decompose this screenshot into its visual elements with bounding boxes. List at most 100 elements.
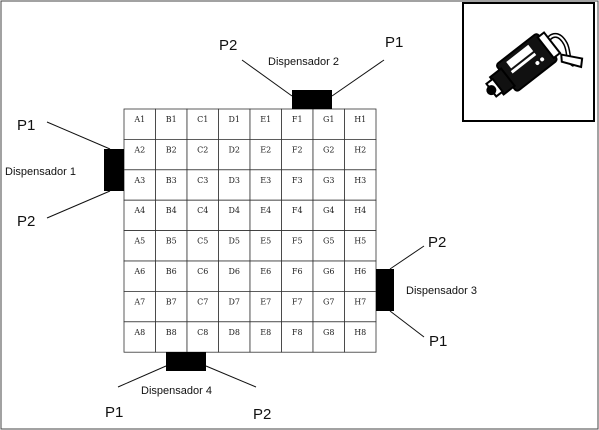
dispenser-4: P1 P2 Dispensador 4 [105, 352, 271, 423]
dispenser-3-line-p2 [389, 245, 425, 270]
well-label: A8 [133, 328, 145, 337]
dispenser-3: P2 P1 Dispensador 3 [376, 234, 477, 350]
well-label: A7 [133, 297, 145, 306]
well-cell [155, 290, 188, 323]
well-label: F2 [292, 145, 303, 154]
well-label: G5 [323, 237, 334, 246]
well-cell [155, 260, 188, 292]
well-cell [281, 138, 314, 171]
well-label: A4 [133, 206, 145, 215]
dispenser-1-label: Dispensador 1 [5, 166, 76, 178]
well-cell [281, 199, 314, 231]
well-label: F6 [292, 267, 303, 276]
well-label: C4 [197, 206, 208, 215]
well-label: G6 [323, 267, 334, 276]
well-cell [123, 108, 156, 140]
well-label: B7 [166, 297, 177, 306]
well-cell [123, 138, 156, 171]
well-cell [186, 260, 219, 292]
well-cell [155, 108, 188, 140]
well-label: F8 [292, 328, 303, 337]
well-label: E1 [260, 115, 271, 124]
well-label: B5 [166, 237, 177, 246]
well-cell [186, 169, 219, 201]
well-cell [344, 138, 377, 171]
dispenser-2-p1-label: P1 [385, 34, 403, 51]
well-label: D2 [228, 145, 240, 154]
well-label: F1 [292, 115, 303, 124]
well-cell [312, 321, 345, 353]
well-label: E4 [260, 206, 271, 215]
well-label: D3 [228, 176, 240, 185]
well-cell [186, 230, 219, 262]
well-cell [312, 108, 345, 140]
well-cell [218, 138, 251, 171]
well-label: A5 [133, 237, 145, 246]
well-cell [249, 321, 282, 353]
well-label: C8 [197, 328, 208, 337]
well-label: D7 [228, 297, 240, 306]
well-cell [344, 230, 377, 262]
dispenser-4-line-p1 [117, 365, 167, 388]
camera-inset [462, 2, 595, 122]
security-camera-icon [485, 31, 584, 98]
well-label: G2 [323, 145, 334, 154]
well-cell [344, 321, 377, 353]
well-label: D4 [228, 206, 240, 215]
dispenser-2-p2-label: P2 [219, 37, 237, 54]
well-cell [186, 321, 219, 353]
well-cell [186, 199, 219, 231]
well-label: B4 [166, 206, 177, 215]
well-cell [186, 138, 219, 171]
well-cell [281, 321, 314, 353]
well-label: A3 [133, 176, 145, 185]
dispenser-3-block [376, 269, 394, 311]
well-label: H7 [354, 297, 366, 306]
well-cell [344, 199, 377, 231]
well-cell [123, 290, 156, 323]
well-cell [281, 260, 314, 292]
well-label: G3 [323, 176, 334, 185]
well-label: E3 [260, 176, 271, 185]
well-label: G7 [323, 297, 334, 306]
well-cell [249, 108, 282, 140]
well-cell [249, 260, 282, 292]
dispenser-4-p2-label: P2 [253, 406, 271, 423]
well-cell [312, 138, 345, 171]
well-cell [123, 199, 156, 231]
well-cell [344, 169, 377, 201]
dispenser-3-label: Dispensador 3 [406, 285, 477, 297]
well-label: C7 [197, 297, 208, 306]
well-cell [249, 230, 282, 262]
well-cell [281, 230, 314, 262]
well-label: C5 [197, 237, 208, 246]
well-cell [155, 138, 188, 171]
well-cell [249, 199, 282, 231]
dispenser-1: P1 P2 Dispensador 1 [5, 117, 124, 230]
dispenser-3-p2-label: P2 [428, 234, 446, 251]
dispenser-3-p1-label: P1 [429, 333, 447, 350]
well-label: H8 [354, 328, 366, 337]
well-cell [249, 138, 282, 171]
well-cell [218, 230, 251, 262]
dispenser-2-line-p2 [241, 59, 293, 97]
well-label: H4 [354, 206, 366, 215]
well-cell [312, 260, 345, 292]
well-cell [281, 169, 314, 201]
dispenser-2-line-p1 [331, 59, 385, 97]
dispenser-2: P2 P1 Dispensador 2 [219, 34, 403, 109]
well-cell [312, 230, 345, 262]
well-label: E5 [260, 237, 271, 246]
dispenser-1-p1-label: P1 [17, 117, 35, 134]
well-cell [312, 199, 345, 231]
dispenser-1-line-p2 [46, 190, 111, 219]
well-label: D6 [228, 267, 240, 276]
well-cell [281, 108, 314, 140]
well-label: A1 [133, 115, 145, 124]
well-cell [155, 230, 188, 262]
dispenser-4-line-p2 [205, 365, 257, 388]
well-label: C2 [197, 145, 208, 154]
well-cell [312, 169, 345, 201]
